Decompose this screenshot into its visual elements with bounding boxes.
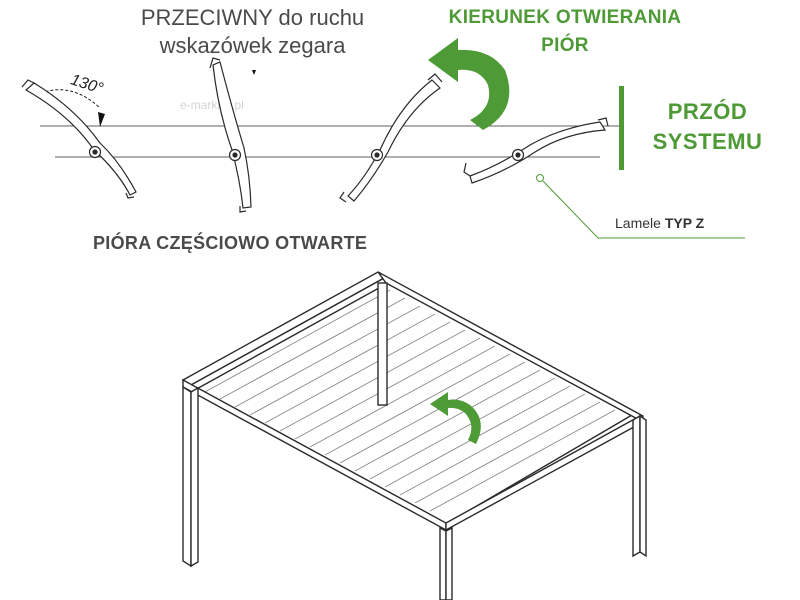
pergola — [181, 271, 647, 600]
reference-lines — [40, 125, 620, 158]
rotation-arrow-icon — [428, 38, 510, 130]
front-label-line1: PRZÓD — [667, 99, 748, 124]
opening-direction-heading: KIERUNEK OTWIERANIA PIÓR — [425, 4, 705, 60]
lamella-angled — [339, 73, 443, 203]
front-label-line2: SYSTEMU — [652, 129, 763, 154]
rotation-heading-line1: PRZECIWNY do ruchu — [140, 5, 365, 30]
pergola-rotation-arrow-icon — [430, 392, 481, 444]
callout-type: TYP Z — [664, 215, 705, 231]
rotation-heading-line2: wskazówek zegara — [159, 33, 346, 58]
callout-leader — [536, 174, 745, 239]
lamella-130deg — [21, 79, 137, 199]
rotation-direction-heading: PRZECIWNY do ruchu wskazówek zegara — [115, 4, 390, 60]
section-title: PIÓRA CZĘŚCIOWO OTWARTE — [93, 233, 368, 253]
system-front-label: PRZÓD SYSTEMU — [640, 97, 775, 157]
lamella-vertical — [209, 57, 252, 213]
callout-prefix: Lamele — [615, 215, 665, 231]
front-marker-bar — [619, 86, 624, 170]
opening-heading-line2: PIÓR — [541, 35, 589, 56]
opening-heading-line1: KIERUNEK OTWIERANIA — [448, 7, 682, 28]
lamella-type-callout: Lamele TYP Z — [615, 215, 704, 231]
lamella-horizontal — [463, 117, 609, 184]
